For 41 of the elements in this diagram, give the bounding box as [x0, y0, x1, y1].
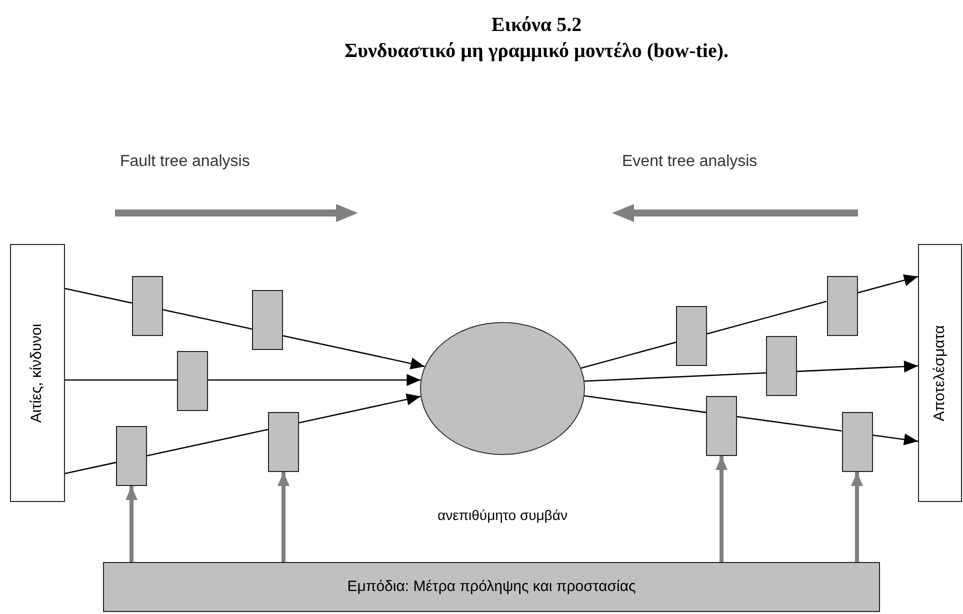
- barrier-box: [132, 276, 163, 336]
- section-label: Fault tree analysis: [120, 152, 250, 172]
- barrier-box: [676, 306, 707, 366]
- label-box: [918, 244, 962, 502]
- figure-caption: Συνδυαστικό μη γραμμικό μοντέλο (bow-tie).: [344, 39, 728, 64]
- connector-line: [162, 309, 252, 330]
- arrow: [716, 456, 728, 562]
- connector-line: [64, 462, 116, 474]
- label-box: [10, 244, 65, 502]
- arrow: [208, 374, 421, 386]
- barrier-box: [177, 351, 208, 411]
- arrow: [278, 472, 290, 562]
- arrow: [282, 335, 425, 370]
- arrow: [857, 274, 918, 294]
- arrow: [298, 394, 421, 424]
- connector-line: [146, 428, 268, 456]
- box-text: Αποτελέσματα: [930, 324, 949, 422]
- section-label: Event tree analysis: [622, 152, 758, 172]
- connector-line: [64, 288, 132, 304]
- barrier-box: [268, 412, 299, 472]
- barrier-box: [826, 276, 858, 336]
- arrow: [872, 433, 918, 446]
- barrier-box: [842, 412, 872, 472]
- figure-title: Εικόνα 5.2: [491, 13, 582, 38]
- connector-line: [706, 300, 827, 334]
- connector-line: [584, 372, 766, 382]
- connector-line: [580, 342, 676, 369]
- connector-line: [736, 416, 842, 432]
- barrier-panel: [103, 562, 880, 612]
- event-caption: ανεπιθύμητο συμβάν: [436, 506, 568, 525]
- barrier-box: [252, 290, 283, 350]
- arrow: [796, 360, 918, 373]
- connector-line: [584, 395, 706, 414]
- connector-line: [65, 379, 177, 381]
- arrow: [126, 486, 138, 562]
- box-text: Εμπόδια: Μέτρα πρόληψης και προστασίας: [347, 576, 636, 597]
- barrier-box: [766, 336, 797, 396]
- arrow: [851, 472, 863, 562]
- barrier-box: [706, 396, 737, 456]
- barrier-box: [116, 426, 147, 486]
- box-text: Αιτίες, κίνδυνοι: [27, 324, 46, 422]
